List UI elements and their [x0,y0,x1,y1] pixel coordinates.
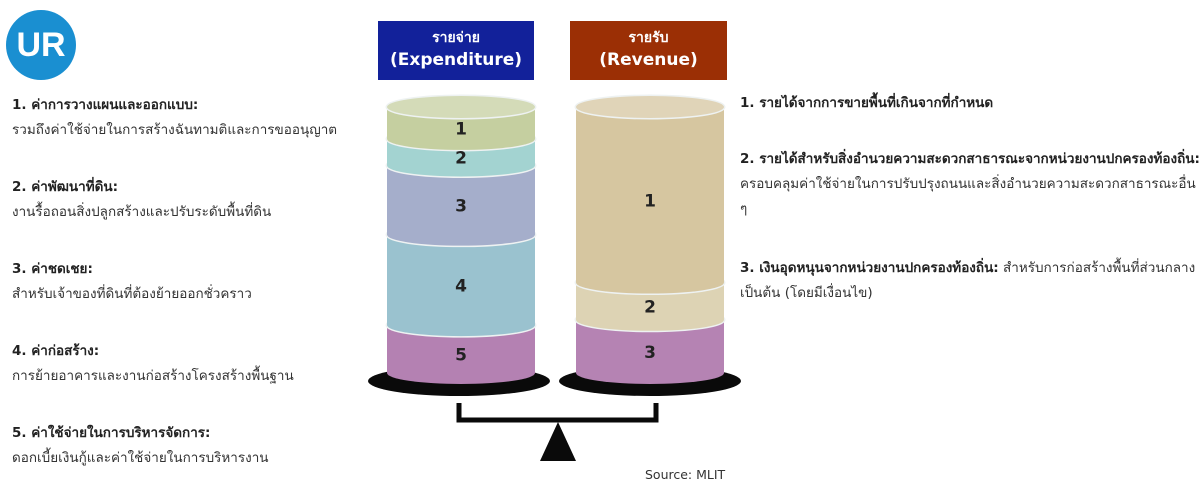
ur-logo: UR [6,10,76,80]
revenue-top-cap [576,96,724,118]
expenditure-segment-label: 5 [455,346,467,366]
expenditure-item-1: 1. ค่าการวางแผนและออกแบบ: รวมถึงค่าใช้จ่… [12,93,362,143]
expenditure-segment-label: 2 [455,149,467,169]
expenditure-segment-4 [387,234,535,337]
revenue-segment-2 [576,282,724,331]
expenditure-segment-5 [387,325,535,384]
revenue-item-1: 1. รายได้จากการขายพื้นที่เกินจากที่กำหนด [740,91,1200,116]
expenditure-item-4: 4. ค่าก่อสร้าง: การย้ายอาคารและงานก่อสร้… [12,339,362,389]
expenditure-item-desc: งานรื้อถอนสิ่งปลูกสร้างและปรับระดับพื้นท… [12,204,272,220]
revenue-cylinder: 3 2 1 [574,94,726,384]
expenditure-header: รายจ่าย (Expenditure) [378,21,534,80]
revenue-header-thai: รายรับ [628,30,669,46]
revenue-item-title: 1. รายได้จากการขายพื้นที่เกินจากที่กำหนด [740,95,994,111]
scale-beam [456,403,659,423]
revenue-segment-label: 3 [644,343,656,363]
scale-fulcrum [540,422,576,461]
expenditure-segment-3 [387,165,535,246]
expenditure-item-title: 3. ค่าชดเชย: [12,261,93,277]
expenditure-item-title: 5. ค่าใช้จ่ายในการบริหารจัดการ: [12,425,211,441]
expenditure-segment-label: 1 [455,119,467,139]
expenditure-cylinder: 5 4 3 2 1 [385,94,537,384]
revenue-item-title: 3. เงินอุดหนุนจากหน่วยงานปกครองท้องถิ่น: [740,260,999,276]
source-note: Source: MLIT [645,467,726,482]
revenue-header-english: (Revenue) [599,50,698,70]
expenditure-item-5: 5. ค่าใช้จ่ายในการบริหารจัดการ: ดอกเบี้ย… [12,421,362,471]
expenditure-header-english: (Expenditure) [389,50,523,70]
revenue-item-2: 2. รายได้สำหรับสิ่งอำนวยความสะดวกสาธารณะ… [740,147,1200,222]
expenditure-item-desc: การย้ายอาคารและงานก่อสร้างโครงสร้างพื้นฐ… [12,368,294,384]
revenue-segment-3 [576,319,724,384]
expenditure-item-desc: รวมถึงค่าใช้จ่ายในการสร้างฉันทามติและการ… [12,122,338,138]
revenue-item-desc: ครอบคลุมค่าใช้จ่ายในการปรับปรุงถนนและสิ่… [740,176,1196,217]
revenue-segment-label: 1 [644,191,656,211]
revenue-item-title: 2. รายได้สำหรับสิ่งอำนวยความสะดวกสาธารณะ… [740,151,1200,167]
expenditure-item-desc: ดอกเบี้ยเงินกู้และค่าใช้จ่ายในการบริหารง… [12,450,269,466]
expenditure-item-title: 2. ค่าพัฒนาที่ดิน: [12,179,119,195]
expenditure-item-title: 1. ค่าการวางแผนและออกแบบ: [12,97,199,113]
revenue-item-3: 3. เงินอุดหนุนจากหน่วยงานปกครองท้องถิ่น:… [740,256,1200,306]
expenditure-item-2: 2. ค่าพัฒนาที่ดิน: งานรื้อถอนสิ่งปลูกสร้… [12,175,362,225]
expenditure-item-3: 3. ค่าชดเชย: สำหรับเจ้าของที่ดินที่ต้องย… [12,257,362,307]
revenue-segment-label: 2 [644,298,656,318]
expenditure-top-cap [387,96,535,118]
expenditure-header-thai: รายจ่าย [432,30,480,46]
expenditure-item-desc: สำหรับเจ้าของที่ดินที่ต้องย้ายออกชั่วครา… [12,286,252,302]
revenue-segment-1 [576,107,724,294]
revenue-item-desc: สำหรับการก่อสร้างพื้นที่ส่วนกลาง เป็นต้น… [740,260,1196,301]
expenditure-segment-label: 3 [455,197,467,217]
expenditure-segment-label: 4 [455,276,467,296]
revenue-header: รายรับ (Revenue) [570,21,727,80]
expenditure-item-title: 4. ค่าก่อสร้าง: [12,343,100,359]
